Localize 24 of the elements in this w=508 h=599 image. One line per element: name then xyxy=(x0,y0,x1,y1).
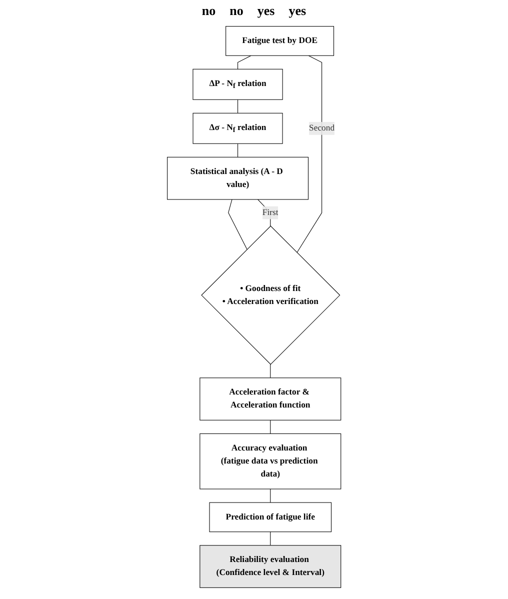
node-box: Reliability evaluation (Confidence level & Interval) xyxy=(200,545,342,588)
connector xyxy=(270,488,271,503)
connector xyxy=(237,143,238,158)
node-box: ΔP - N$_{f}$ relation xyxy=(192,68,283,100)
branch-label: no xyxy=(202,3,216,19)
edge-label: First xyxy=(262,208,278,218)
connector xyxy=(296,55,322,253)
node-box: Δσ - N$_{f}$ relation xyxy=(192,112,283,144)
branch-label: no xyxy=(230,3,244,19)
connector xyxy=(270,364,271,378)
node-box: Statistical analysis (A - D value) xyxy=(166,156,308,200)
connector xyxy=(228,199,248,250)
node-box: Acceleration factor & Acceleration function xyxy=(200,378,342,420)
node-box: Fatigue test by DOE xyxy=(225,26,334,56)
edge-label: Second xyxy=(308,124,334,133)
node-box: Prediction of fatigue life xyxy=(209,502,332,532)
branch-label: yes xyxy=(288,3,306,19)
node-box: Accuracy evaluation (fatigue data vs prediction data) xyxy=(200,433,342,490)
connector xyxy=(237,55,252,70)
connector xyxy=(237,99,238,114)
connector xyxy=(270,420,271,434)
branch-label: yes xyxy=(257,3,275,19)
connector xyxy=(270,532,271,546)
node-diamond: • Goodness of fit • Acceleration verification xyxy=(201,226,340,365)
